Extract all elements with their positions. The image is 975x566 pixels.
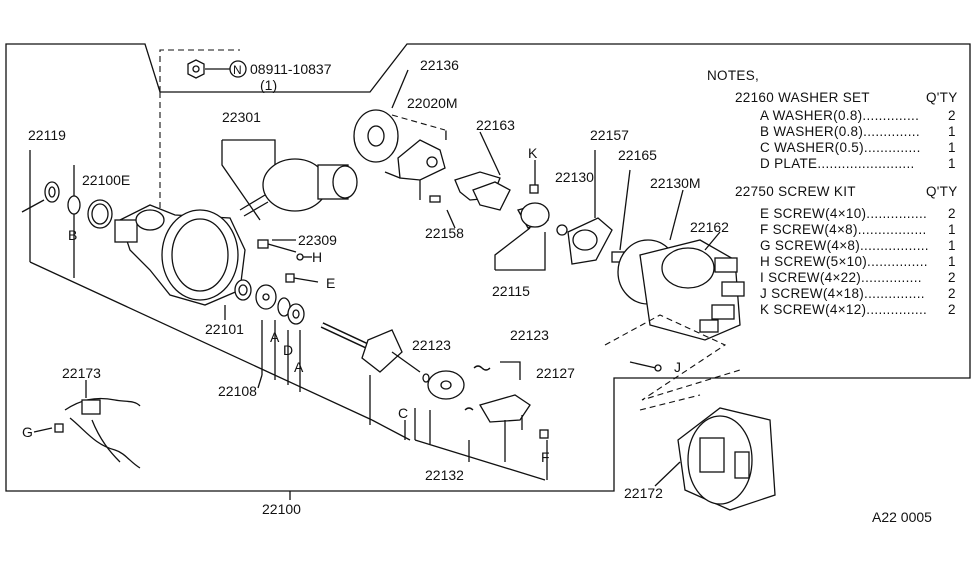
letter-b: B — [68, 227, 77, 243]
screw-h-part — [257, 239, 297, 253]
letter-a-1: A — [270, 329, 280, 345]
washer-part — [44, 181, 60, 203]
label-22100: 22100 — [262, 501, 301, 517]
label-22020M: 22020M — [407, 95, 458, 111]
label-22130: 22130 — [555, 169, 594, 185]
screw-j-part — [629, 361, 662, 372]
pickup-bracket-part — [479, 394, 531, 430]
letter-g: G — [22, 424, 33, 440]
screw-f-part — [539, 429, 549, 439]
washer-c-qty: 1 — [948, 140, 956, 155]
callout-dashed-box — [159, 49, 240, 92]
label-22132: 22132 — [425, 467, 464, 483]
washer-b-part — [67, 195, 81, 215]
washer-a-line: A WASHER(0.8).............. — [760, 108, 919, 123]
letter-i: I — [444, 127, 448, 143]
label-22100E: 22100E — [82, 172, 130, 188]
screw-k-qty: 2 — [948, 302, 956, 317]
circle-n-letter: N — [233, 63, 242, 77]
label-22115: 22115 — [492, 283, 530, 299]
washer-b-qty: 1 — [948, 124, 956, 139]
callout-part-number: 08911-10837 — [250, 61, 332, 77]
label-22301: 22301 — [222, 109, 261, 125]
label-22108: 22108 — [218, 383, 257, 399]
footer-code: A22 0005 — [872, 509, 932, 525]
screw-j-qty: 2 — [948, 286, 956, 301]
wire-harness-part — [54, 397, 141, 469]
screw-e-line: E SCREW(4×10)............... — [760, 206, 927, 221]
screw-kit-header: 22750 SCREW KIT — [735, 184, 856, 199]
pin-part — [21, 199, 45, 213]
label-22157: 22157 — [590, 127, 629, 143]
breaker-plate-part — [353, 109, 399, 163]
letter-d: D — [283, 342, 293, 358]
washer-b-line: B WASHER(0.8).............. — [760, 124, 920, 139]
letter-e: E — [326, 275, 335, 291]
rotor-sleeve-part — [517, 202, 550, 229]
label-22172: 22172 — [624, 485, 663, 501]
distributor-shaft — [320, 322, 421, 373]
plate-d-qty: 1 — [948, 156, 956, 171]
assembly-outline — [5, 43, 971, 492]
screw-k-line: K SCREW(4×12)............... — [760, 302, 927, 317]
washer-a-qty: 2 — [948, 108, 956, 123]
screw-i-line: I SCREW(4×22)............... — [760, 270, 922, 285]
bracket-22163-part — [454, 171, 511, 211]
screw-f-qty: 1 — [948, 222, 956, 237]
distributor-cap-part — [639, 239, 745, 341]
screw-i-qty: 2 — [948, 270, 956, 285]
washer-d-part — [287, 303, 305, 325]
label-22119: 22119 — [28, 127, 66, 143]
letter-h: H — [312, 249, 322, 265]
screw-kit-qty-header: Q'TY — [926, 184, 958, 199]
rotor-part — [567, 217, 613, 265]
washer-plate-part — [255, 284, 277, 310]
screw-j-line: J SCREW(4×18)............... — [760, 286, 925, 301]
label-22130M: 22130M — [650, 175, 701, 191]
washer-set-header: 22160 WASHER SET — [735, 90, 870, 105]
label-22162: 22162 — [690, 219, 729, 235]
label-22158: 22158 — [425, 225, 464, 241]
vacuum-advance-unit — [239, 158, 358, 217]
letter-j: J — [674, 359, 681, 375]
screw-g-qty: 1 — [948, 238, 956, 253]
pickup-coil-part — [397, 139, 446, 181]
washer-c-line: C WASHER(0.5).............. — [760, 140, 921, 155]
screw-e-qty: 2 — [948, 206, 956, 221]
letter-f: F — [541, 449, 550, 465]
spring-part — [464, 365, 491, 411]
screw-g-line: G SCREW(4×8)................. — [760, 238, 929, 253]
circle-n-icon — [229, 60, 247, 78]
callout-qty: (1) — [260, 77, 277, 93]
letter-k: K — [528, 145, 538, 161]
screw-e-part — [285, 273, 319, 283]
label-22101: 22101 — [205, 321, 244, 337]
oring-part — [87, 199, 113, 229]
washer-set-qty-header: Q'TY — [926, 90, 958, 105]
notes-title: NOTES, — [707, 68, 759, 83]
label-22123-b: 22123 — [510, 327, 549, 343]
label-22173: 22173 — [62, 365, 101, 381]
label-22309: 22309 — [298, 232, 337, 248]
distributor-housing — [114, 204, 246, 306]
bearing-part — [234, 279, 252, 301]
label-22165: 22165 — [618, 147, 657, 163]
label-22127: 22127 — [536, 365, 575, 381]
cap-cover-part — [677, 407, 776, 511]
label-22136: 22136 — [420, 57, 459, 73]
nut-icon — [187, 59, 205, 79]
plate-d-line: D PLATE........................ — [760, 156, 915, 171]
label-22163: 22163 — [476, 117, 515, 133]
rotor-plate-part — [422, 370, 465, 400]
screw-h-line: H SCREW(5×10)............... — [760, 254, 928, 269]
letter-c: C — [398, 405, 408, 421]
letter-a-2: A — [294, 359, 304, 375]
label-22123-a: 22123 — [412, 337, 451, 353]
screw-h-qty: 1 — [948, 254, 956, 269]
screw-f-line: F SCREW(4×8)................. — [760, 222, 927, 237]
